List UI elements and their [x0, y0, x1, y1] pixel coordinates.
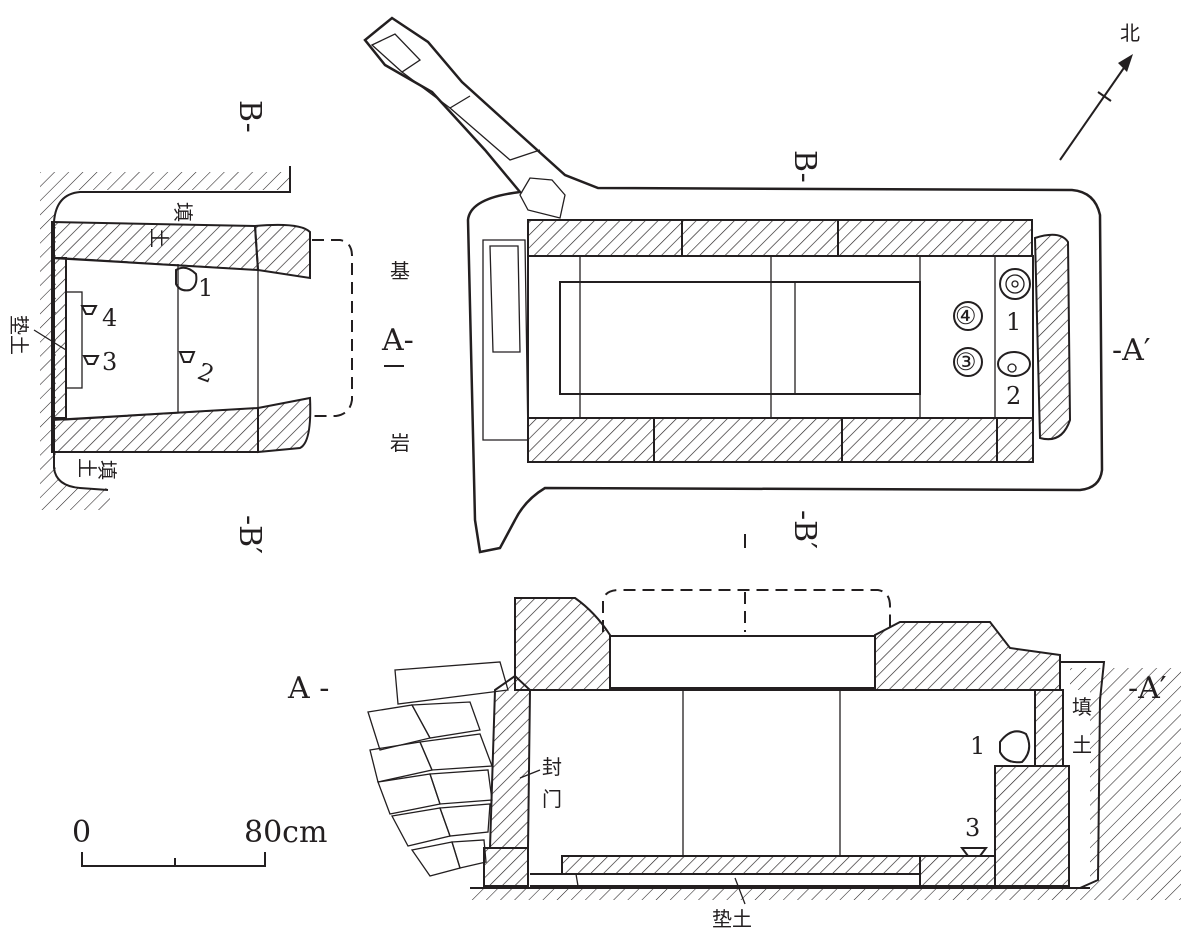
bb-item-3: 3	[102, 348, 117, 376]
bb-item-1: 1	[198, 274, 213, 302]
plan-item-3: ③	[955, 348, 977, 376]
north-arrow: 北	[1059, 21, 1140, 161]
plan-item-1: 1	[1006, 308, 1021, 336]
bedrock-labels: 基 岩 A-	[381, 259, 414, 455]
aa-item-1: 1	[970, 732, 985, 760]
aa-label-right: -A′	[1128, 671, 1167, 706]
section-aa: A - -A′ 1 3 封 门 填 土 垫土	[287, 589, 1181, 931]
middle-a-label: A-	[381, 323, 414, 358]
bedrock-char-2: 岩	[390, 431, 410, 455]
bb-fill-bottom-1: 填	[95, 460, 119, 480]
bb-item-2: 2	[194, 357, 218, 389]
bedrock-char-1: 基	[390, 259, 410, 283]
aa-item-3: 3	[965, 814, 980, 842]
bb-item-4: 4	[102, 304, 117, 332]
bb-fill-bottom-2: 土	[75, 458, 99, 478]
plan-a-right: -A′	[1112, 333, 1151, 368]
plan-item-2: 2	[1006, 382, 1021, 410]
scale-start: 0	[72, 815, 91, 850]
aa-pad-soil: 垫土	[712, 907, 752, 931]
aa-seal-door-2: 门	[542, 787, 562, 811]
bb-label-top: B-	[232, 100, 267, 133]
section-bb: B- -B′ 1 2 4 3 填 土 土 填 垫土	[7, 100, 353, 554]
north-label: 北	[1120, 21, 1140, 45]
aa-fill-soil-1: 填	[1072, 695, 1092, 719]
plan-b-top: B-	[787, 150, 822, 183]
bb-pad-soil: 垫土	[7, 315, 31, 355]
bb-fill-top-2: 土	[147, 228, 171, 248]
scale-bar: 0 80cm	[72, 815, 327, 867]
plan-view: 1 2 ④ ③ B- -B′ -A′	[363, 16, 1151, 554]
bb-fill-top-1: 填	[171, 202, 195, 222]
plan-b-bottom: -B′	[787, 510, 822, 549]
aa-fill-soil-2: 土	[1072, 733, 1092, 757]
plan-pit-outline	[363, 16, 1104, 554]
plan-item-4: ④	[955, 302, 977, 330]
aa-seal-door-1: 封	[542, 755, 562, 779]
scale-end: 80cm	[244, 815, 327, 850]
bb-label-bottom: -B′	[232, 515, 267, 554]
aa-label-left: A -	[287, 671, 329, 706]
